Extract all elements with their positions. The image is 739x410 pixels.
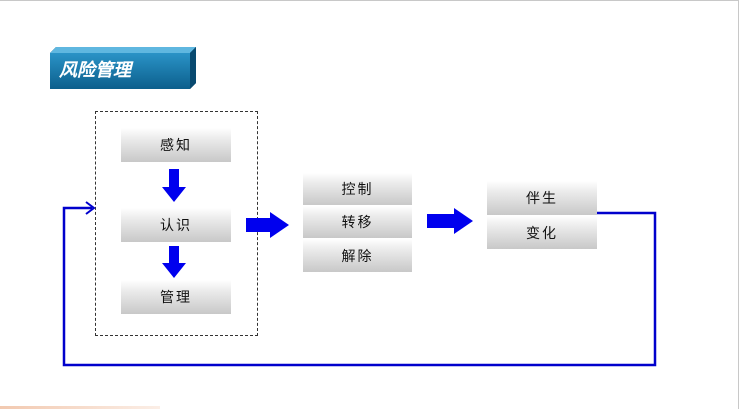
arrow-down-1 — [162, 169, 186, 202]
stage-perceive: 感知 — [121, 128, 231, 162]
banner-shape — [50, 47, 196, 89]
feedback-loop-line — [62, 206, 657, 367]
page-title: 风险管理 — [59, 60, 131, 81]
outcome-accompany: 伴生 — [487, 181, 597, 215]
arrow-right-2 — [427, 208, 473, 234]
stage-recognize: 认识 — [121, 208, 231, 242]
feedback-arrowhead — [85, 201, 96, 215]
response-remove: 解除 — [303, 239, 412, 272]
arrow-right-1 — [246, 212, 289, 238]
response-transfer: 转移 — [303, 206, 412, 238]
stage-manage: 管理 — [121, 280, 231, 314]
response-control: 控制 — [303, 173, 412, 205]
bottom-accent-bar — [0, 406, 160, 409]
arrow-down-2 — [162, 246, 186, 278]
outcome-change: 变化 — [487, 216, 597, 249]
title-banner: 风险管理 — [50, 47, 196, 89]
